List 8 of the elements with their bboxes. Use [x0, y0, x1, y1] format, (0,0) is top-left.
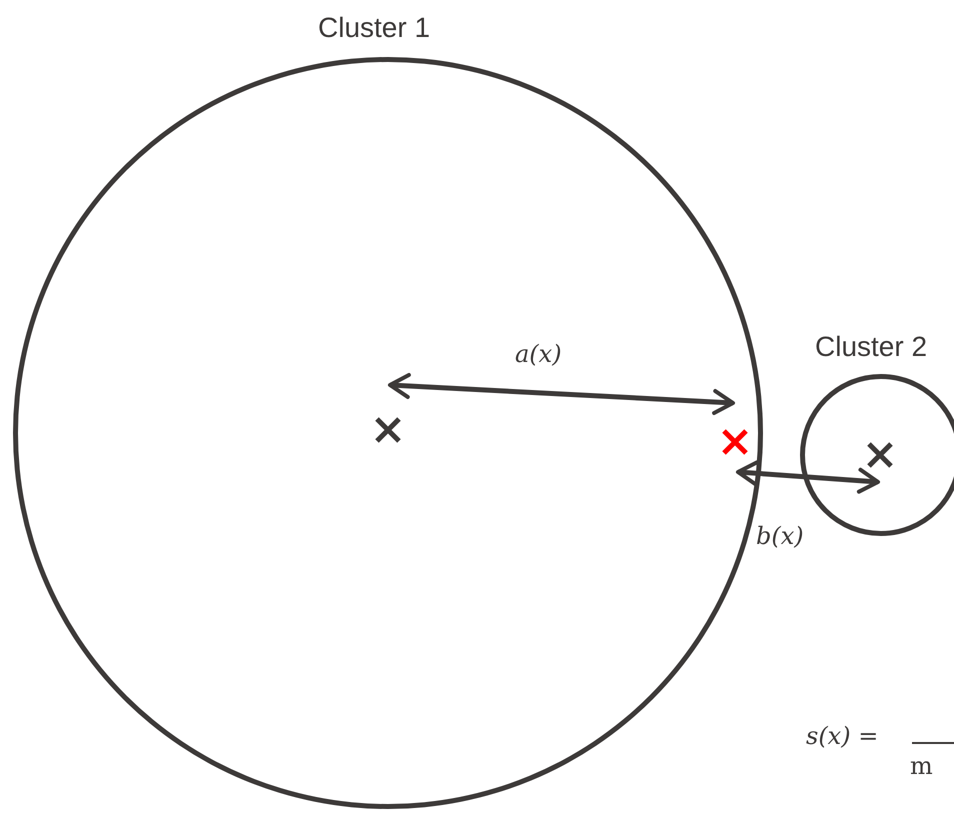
cluster-title: Cluster 1 [318, 12, 430, 44]
double-arrow [736, 460, 880, 494]
cross-mark [866, 441, 894, 469]
cluster-title: Cluster 2 [815, 331, 928, 363]
double-arrow [388, 372, 736, 416]
formula-text: m [910, 752, 933, 780]
cross-mark [374, 416, 402, 444]
cross-mark [721, 428, 749, 456]
